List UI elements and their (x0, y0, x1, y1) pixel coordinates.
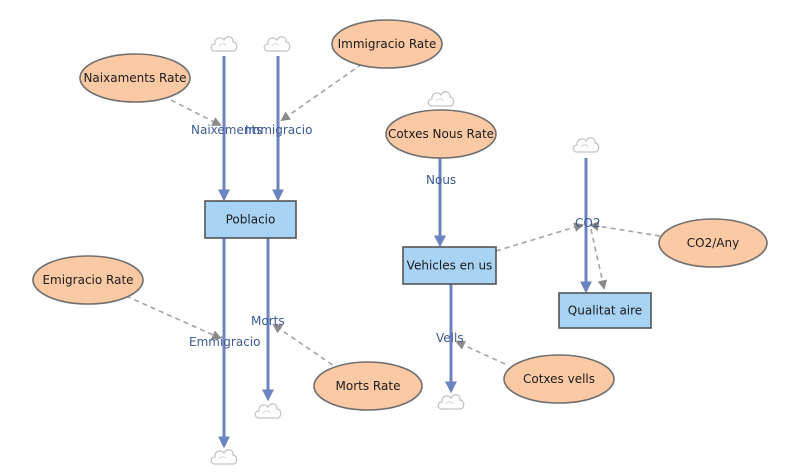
aux-cotxes-vells[interactable]: Cotxes vells (503, 354, 615, 404)
aux-label-naixaments-rate: Naixaments Rate (83, 71, 186, 85)
stock-label-qualitat: Qualitat aire (568, 304, 642, 318)
cloud-icon-immigracio-source (263, 36, 291, 52)
link-naixaments-rate[interactable] (162, 95, 222, 126)
flow-label-immigracio: Immigracio (245, 123, 312, 137)
cloud-icon-vells-sink (437, 394, 465, 410)
stock-qualitat-aire[interactable]: Qualitat aire (558, 292, 652, 329)
cloud-icon-nous-source (427, 91, 455, 107)
link-cotxes-vells[interactable] (455, 340, 506, 365)
link-morts-rate[interactable] (272, 323, 341, 371)
cloud-icon-co2-source (572, 137, 600, 153)
aux-immigracio-rate[interactable]: Immigracio Rate (331, 19, 443, 69)
aux-label-cotxes-nous-rate: Cotxes Nous Rate (388, 127, 494, 141)
flow-label-emmigracio: Emmigracio (189, 335, 260, 349)
aux-cotxes-nous-rate[interactable]: Cotxes Nous Rate (385, 109, 497, 159)
link-emigracio-rate[interactable] (125, 295, 222, 340)
aux-emigracio-rate[interactable]: Emigracio Rate (32, 255, 144, 305)
flow-label-co2: CO2 (575, 216, 600, 230)
flow-label-vells: Vells (436, 331, 464, 345)
cloud-icon-emmigracio-sink (210, 449, 238, 465)
flow-label-morts: Morts (251, 314, 285, 328)
aux-label-emigracio-rate: Emigracio Rate (42, 273, 133, 287)
link-co2-qualitat[interactable] (590, 228, 608, 290)
aux-label-morts-rate: Morts Rate (336, 379, 401, 393)
link-vehicles-co2[interactable] (495, 222, 584, 252)
aux-morts-rate[interactable]: Morts Rate (313, 361, 423, 411)
stock-label-vehicles: Vehicles en us (407, 259, 493, 273)
flow-label-naixements: Naixements (191, 123, 262, 137)
aux-co2-any[interactable]: CO2/Any (658, 218, 768, 268)
link-co2-any[interactable] (589, 221, 661, 237)
aux-label-cotxes-vells: Cotxes vells (523, 372, 595, 386)
aux-naixaments-rate[interactable]: Naixaments Rate (79, 53, 191, 103)
flow-label-nous: Nous (426, 173, 456, 187)
stock-poblacio[interactable]: Poblacio (204, 200, 297, 239)
stock-vehicles-en-us[interactable]: Vehicles en us (402, 246, 497, 285)
aux-label-immigracio-rate: Immigracio Rate (338, 37, 437, 51)
link-immigracio-rate[interactable] (280, 63, 363, 122)
cloud-icon-morts-sink (254, 403, 282, 419)
cloud-icon-naixements-source (210, 36, 238, 52)
aux-label-co2-any: CO2/Any (687, 236, 739, 250)
stock-label-poblacio: Poblacio (226, 213, 276, 227)
